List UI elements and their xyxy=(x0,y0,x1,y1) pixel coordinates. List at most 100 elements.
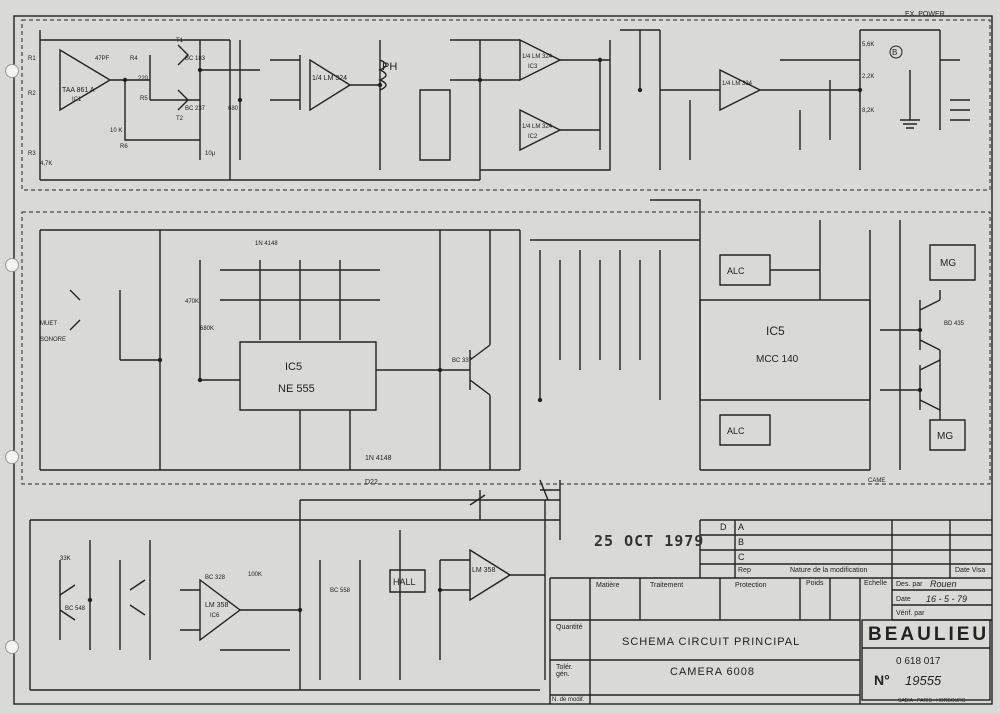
d22-label: D22 xyxy=(365,479,378,486)
punch-hole xyxy=(5,640,19,654)
bd435-label: BD 435 xyxy=(944,321,965,327)
bc237-label: BC 237 xyxy=(185,106,206,112)
alc-bottom-block xyxy=(719,414,771,446)
echelle-label: Echelle xyxy=(864,580,887,587)
drawing-subtitle: CAMERA 6008 xyxy=(670,666,755,678)
r-470k-label: 470K xyxy=(185,299,199,305)
mg-top-label: MG xyxy=(940,258,956,269)
punch-hole xyxy=(5,450,19,464)
lm358-opamp-symbol xyxy=(469,548,512,602)
drawing-border xyxy=(13,15,993,705)
ic-opamp-right xyxy=(660,68,860,112)
rev-a: A xyxy=(738,522,745,532)
d-1n4148-label: 1N 4148 xyxy=(255,241,278,247)
hall-sensor-block xyxy=(389,569,426,593)
traitement-label: Traitement xyxy=(650,582,684,589)
rev-b: B xyxy=(738,537,745,547)
r-5k6-label: 5,6K xyxy=(862,42,874,48)
n-modif-label: N. de modif. xyxy=(552,697,585,703)
mg-bottom-block xyxy=(929,419,966,451)
date-label: Date xyxy=(896,596,911,603)
toler-label: Tolér. gén. xyxy=(556,664,573,678)
alc-bottom-label: ALC xyxy=(727,426,745,436)
r4-label: R4 xyxy=(130,56,138,62)
punch-hole xyxy=(5,258,19,272)
r3-label: R3 xyxy=(28,151,36,157)
ic1-label: TAA 861 A xyxy=(62,87,95,94)
poids-label: Poids xyxy=(806,580,824,587)
drawing-number: 19555 xyxy=(905,673,942,688)
bc328-label: BC 328 xyxy=(205,575,226,581)
footer-text: SADIA - PARIS - HORBOURG xyxy=(898,698,966,704)
ic6-opamp-symbol xyxy=(199,578,242,642)
alc-top-block xyxy=(719,254,771,286)
date-visa-label: Date Visa xyxy=(955,567,986,574)
date-value: 16 - 5 - 79 xyxy=(926,594,968,604)
matiere-label: Matière xyxy=(596,582,620,589)
number-prefix: N° xyxy=(874,672,890,688)
modification-label: Nature de la modification xyxy=(790,567,868,574)
r-8k2-label: 8,2K xyxy=(862,108,874,114)
ic6-ref-label: IC6 xyxy=(210,613,220,619)
ic-right-label: 1/4 LM 324 xyxy=(722,81,753,87)
ne555-ic-box xyxy=(239,341,377,411)
ic2-label: 1/4 LM 324 xyxy=(312,75,347,82)
r-220-label: 220 xyxy=(138,76,149,82)
date-stamp: 25 OCT 1979 xyxy=(594,532,705,550)
drawing-title: SCHEMA CIRCUIT PRINCIPAL xyxy=(622,636,801,648)
ic4-label: 1/4 LM 324 xyxy=(522,124,553,130)
ne555-label: NE 555 xyxy=(278,383,315,395)
rev-d: D xyxy=(720,522,727,532)
r6-label: R6 xyxy=(120,144,128,150)
t1-label: T1 xyxy=(176,38,184,44)
b-terminal-symbol xyxy=(889,45,903,59)
ic6-label: LM 358 xyxy=(205,602,228,609)
punch-hole xyxy=(5,64,19,78)
ic1-ref-label: IC1 xyxy=(72,97,82,103)
t2-label: T2 xyxy=(176,116,184,122)
rep-label: Rep xyxy=(738,567,751,574)
ic4-opamp-symbol xyxy=(519,108,562,152)
r-10k-label: 10 K xyxy=(110,128,122,134)
mcc140-label: MCC 140 xyxy=(756,354,799,365)
mg-bottom-label: MG xyxy=(937,431,953,442)
ph-switch-block xyxy=(419,89,451,161)
r-33k-label: 33K xyxy=(60,556,71,562)
ic4-ref-label: IC2 xyxy=(528,134,538,140)
ic3-label: 1/4 LM 324 xyxy=(522,54,553,60)
r-680-label: 680 xyxy=(228,106,239,112)
reference-number: 0 618 017 xyxy=(896,656,941,667)
brand-box xyxy=(861,619,991,701)
came-label: CAME xyxy=(868,478,885,484)
ph-label: PH xyxy=(382,61,397,73)
alc-top-label: ALC xyxy=(727,266,745,276)
r-47k-label: 4,7K xyxy=(40,161,52,167)
b-terminal-label: B xyxy=(892,48,897,57)
r-100k-label: 100K xyxy=(248,572,262,578)
des-par-value: Rouen xyxy=(930,579,957,589)
ic5-right-label: IC5 xyxy=(766,324,785,338)
junctions xyxy=(87,57,923,613)
bc183-label: BC 183 xyxy=(185,56,206,62)
rev-c: C xyxy=(738,552,745,562)
lm358-label: LM 358 xyxy=(472,567,495,574)
r5-label: R5 xyxy=(140,96,148,102)
wiring xyxy=(13,15,993,705)
middle-section-outline xyxy=(21,211,991,485)
r-2k2-label: 2,2K xyxy=(862,74,874,80)
r-680k-label: 680K xyxy=(200,326,214,332)
hall-label: HALL xyxy=(393,577,416,587)
muet-label: MUET xyxy=(40,321,57,327)
ic3-ref-label: IC3 xyxy=(528,64,538,70)
bc558-label: BC 558 xyxy=(330,588,351,594)
ex-power-label: EX. POWER xyxy=(905,11,945,18)
mcc140-ic-box xyxy=(699,299,871,401)
brand-name: BEAULIEU xyxy=(868,624,990,645)
r2-label: R2 xyxy=(28,91,36,97)
protection-label: Protection xyxy=(735,582,767,589)
des-par-label: Des. par xyxy=(896,581,923,588)
sonore-label: SONORE xyxy=(40,337,66,343)
bc548-label: BC 548 xyxy=(65,606,86,612)
